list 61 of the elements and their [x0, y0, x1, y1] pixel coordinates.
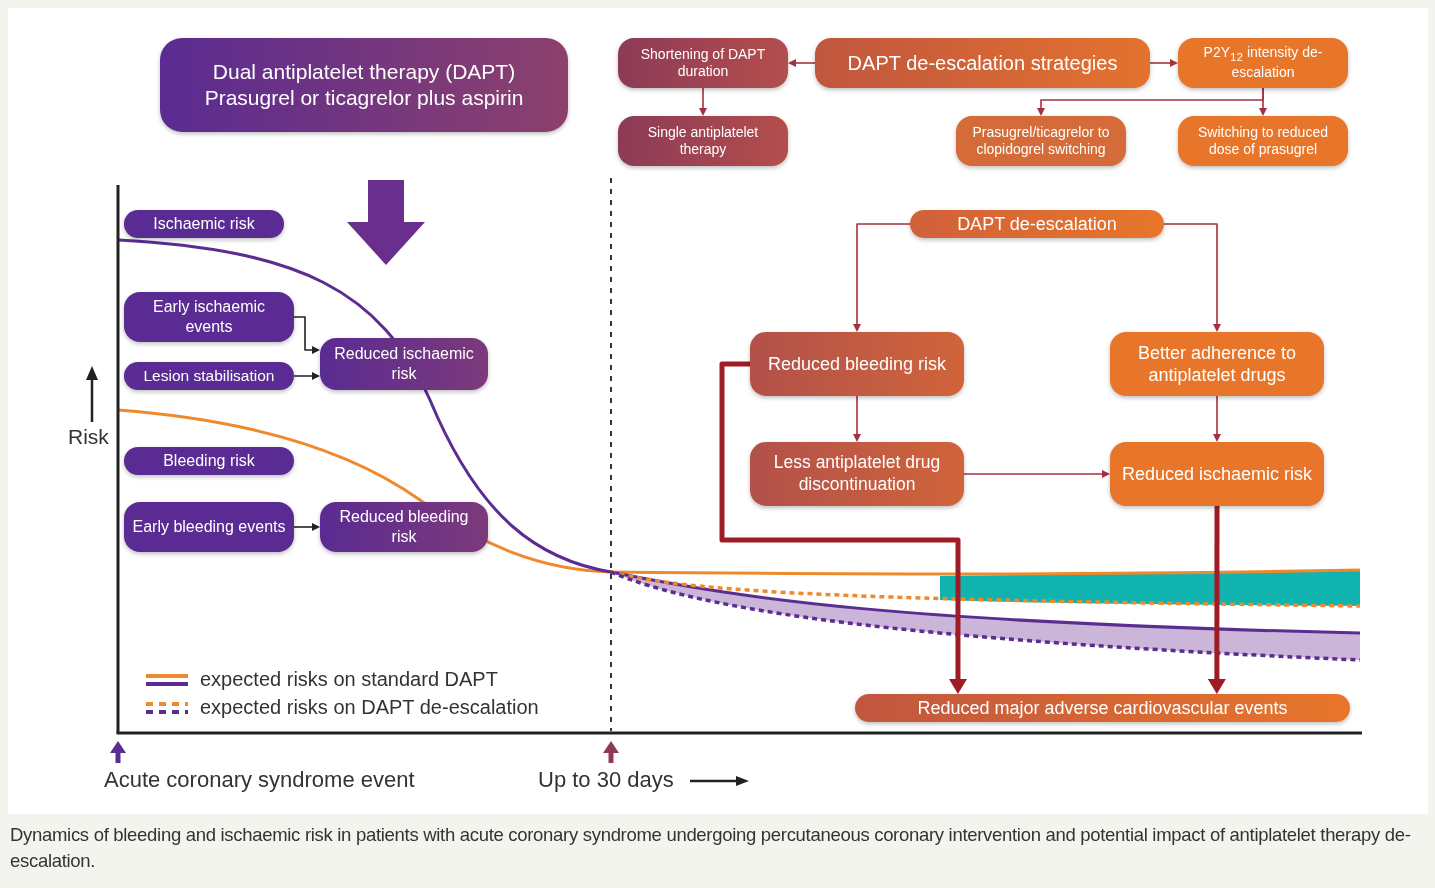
rounded-box: [160, 38, 568, 132]
legend-text: expected risks on DAPT de-escalation: [200, 696, 539, 719]
arrow: [788, 59, 816, 67]
rounded-box: [618, 116, 788, 166]
arrow: [853, 223, 911, 332]
arrow: [963, 470, 1110, 478]
node-text: Prasugrel/ticagrelor to clopidogrel switching: [971, 123, 1111, 159]
node-text: Reduced bleeding risk: [767, 352, 947, 376]
node-text: Prasugrel or ticagrelor plus aspirin: [204, 85, 524, 111]
arrow: [1207, 506, 1226, 694]
node-text: Early ischaemic events: [152, 297, 266, 337]
node-text: Bleeding risk: [163, 451, 255, 471]
timeline-label: Up to 30 days: [538, 767, 674, 793]
node-text: Dual antiplatelet therapy (DAPT): [212, 58, 516, 85]
node-text: Reduced ischaemic risk: [333, 344, 475, 384]
node-text: Single antiplatelet therapy: [646, 123, 760, 159]
node-text: Less antiplatelet drug discontinuation: [772, 452, 942, 496]
node-text: Ischaemic risk: [153, 214, 255, 234]
rounded-box: [1178, 38, 1348, 88]
node-text: Reduced major adverse cardiovascular events: [917, 696, 1288, 720]
rounded-box: [618, 38, 788, 88]
rounded-box: [750, 332, 964, 396]
arrow: [293, 371, 320, 380]
arrow: [1149, 59, 1178, 67]
rounded-box: [124, 502, 294, 552]
node-text: Reduced ischaemic risk: [1121, 462, 1313, 486]
arrow: [293, 523, 320, 531]
node-text: P2Y$_{12}$ intensity de-escalation: [1202, 44, 1324, 82]
arrow: [1163, 223, 1221, 332]
rounded-box: [320, 502, 488, 552]
rounded-box: [1110, 442, 1324, 506]
legend-text: expected risks on standard DAPT: [200, 668, 498, 691]
node-text: Shortening of DAPT duration: [639, 45, 767, 81]
arrow: [719, 361, 967, 694]
node-text: Lesion stabilisation: [143, 366, 275, 386]
rounded-box: [1178, 116, 1348, 166]
node-text: Early bleeding events: [132, 517, 286, 537]
arrow: [853, 395, 861, 442]
node-text: Switching to reduced dose of prasugrel: [1197, 123, 1329, 159]
rounded-box: [124, 362, 294, 390]
rounded-box: [124, 292, 294, 342]
arrow: [293, 316, 320, 354]
rounded-box: [956, 116, 1126, 166]
rounded-box: [124, 447, 294, 475]
rounded-box: [1110, 332, 1324, 396]
node-text: Better adherence to antiplatelet drugs: [1136, 341, 1298, 387]
node-text: Reduced bleeding risk: [338, 507, 470, 547]
rounded-box: [910, 210, 1164, 238]
timeline-label: Acute coronary syndrome event: [104, 767, 415, 793]
rounded-box: [320, 338, 488, 390]
arrow: [1213, 395, 1221, 442]
node-text: DAPT de-escalation strategies: [847, 50, 1118, 76]
rounded-box: [815, 38, 1150, 88]
node-text: DAPT de-escalation: [957, 212, 1117, 236]
rounded-box: [750, 442, 964, 506]
rounded-box: [855, 694, 1350, 722]
caption: Dynamics of bleeding and ischaemic risk in patients with acute coronary syndrome undergoing percutaneous coronary intervention and potential impact of antiplatelet therapy de-escalation.: [10, 823, 1412, 873]
arrow: [699, 87, 707, 116]
axis-label: Risk: [68, 425, 109, 449]
rounded-box: [124, 210, 284, 238]
arrow: [1259, 87, 1267, 116]
